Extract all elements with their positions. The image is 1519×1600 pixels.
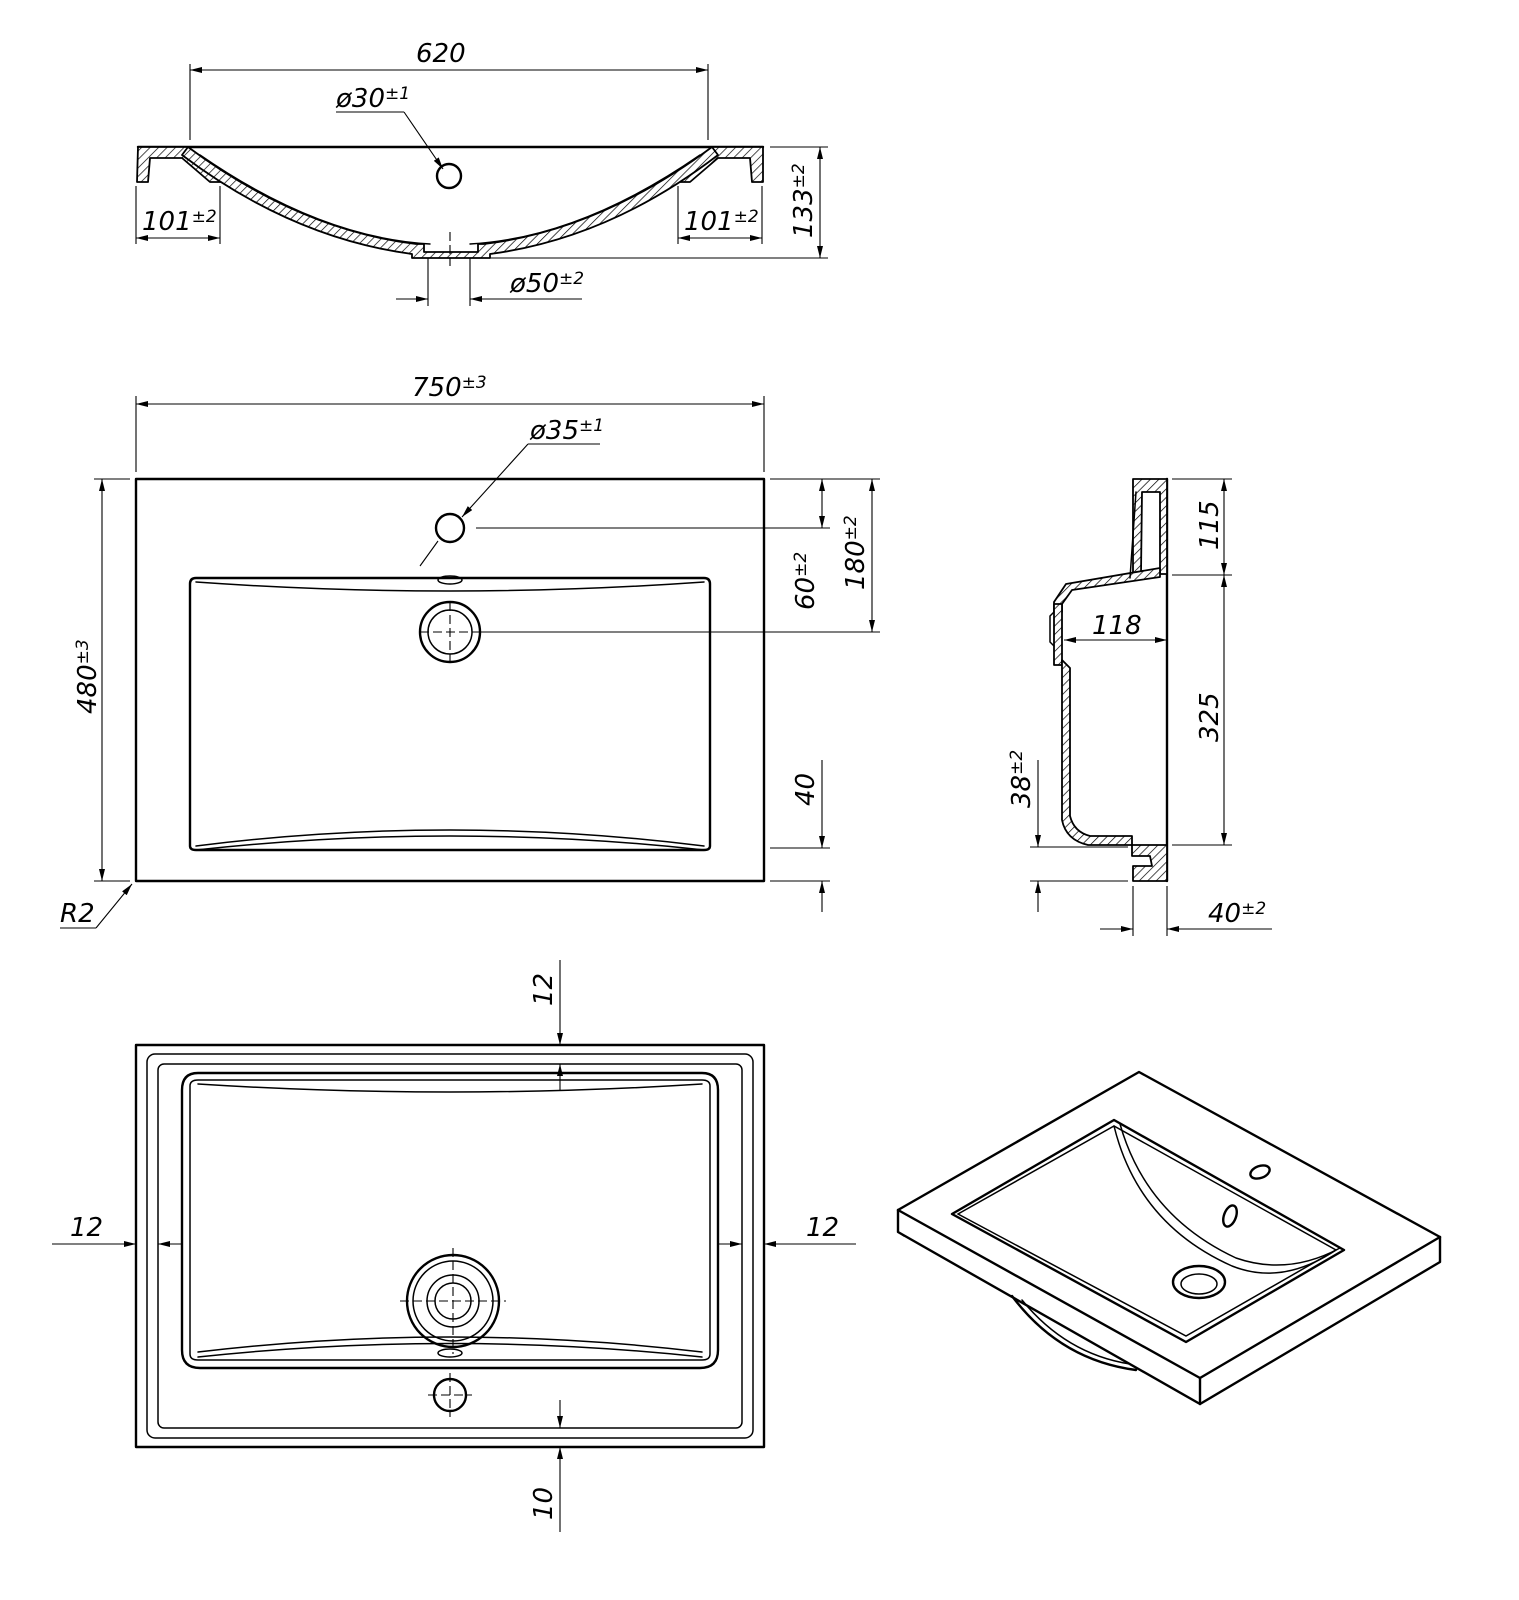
dim-overflow-offset: 118: [1092, 611, 1142, 641]
dim-drain: ø50±2: [509, 269, 584, 299]
dim-corner-radius: R2: [60, 899, 95, 929]
dim-edge-thickness: 40±2: [1208, 899, 1266, 929]
bottom-bowl-outline: [180, 1071, 720, 1370]
dim-rim-left: 101±2: [142, 207, 217, 237]
side-shell-upper: [1053, 567, 1161, 613]
dim-width: 750±3: [412, 373, 487, 403]
dim-bowl-depth: 325: [1195, 692, 1225, 742]
dim-rim-right: 101±2: [684, 207, 759, 237]
dim-overflow-hole: ø30±1: [335, 84, 410, 114]
side-section-view: 115 325 118 38±2 40±2: [1007, 477, 1272, 936]
dim-tap-to-drain: 180±2: [841, 515, 871, 590]
dim-tap-hole: ø35±1: [529, 416, 604, 446]
dim-bottom-bottom-margin: 10: [529, 1487, 559, 1520]
front-section-view: 620 ø30±1 101±2 101±2 133±2 ø50±2: [135, 39, 828, 306]
dim-depth: 480±3: [73, 639, 103, 714]
bottom-view: 12 12 12 10: [52, 960, 856, 1532]
iso-bowl-rim: [950, 1118, 1346, 1344]
dim-bottom-left-margin: 12: [70, 1213, 103, 1243]
iso-drain: [1171, 1264, 1227, 1300]
isometric-view: [896, 1070, 1442, 1406]
top-view: 750±3 ø35±1 480±3 60±2 180±2 40 R2: [60, 373, 880, 929]
tap-hole-circle: [434, 512, 466, 544]
dim-bottom-top-margin: 12: [529, 973, 559, 1006]
dim-tap-to-bowl: 60±2: [791, 552, 821, 610]
dim-height: 133±2: [789, 163, 819, 238]
counter-outline: [134, 477, 766, 883]
dim-back-depth: 115: [1195, 500, 1225, 550]
dim-bottom-offset: 38±2: [1007, 750, 1037, 808]
dim-bottom-right-margin: 12: [806, 1213, 839, 1243]
overflow-hole-circle: [435, 162, 463, 190]
iso-overflow: [1222, 1204, 1238, 1228]
iso-tap-hole: [1249, 1164, 1271, 1180]
dim-front-margin: 40: [791, 773, 821, 806]
side-shell-main: [1061, 659, 1133, 846]
dim-620: 620: [416, 39, 466, 69]
